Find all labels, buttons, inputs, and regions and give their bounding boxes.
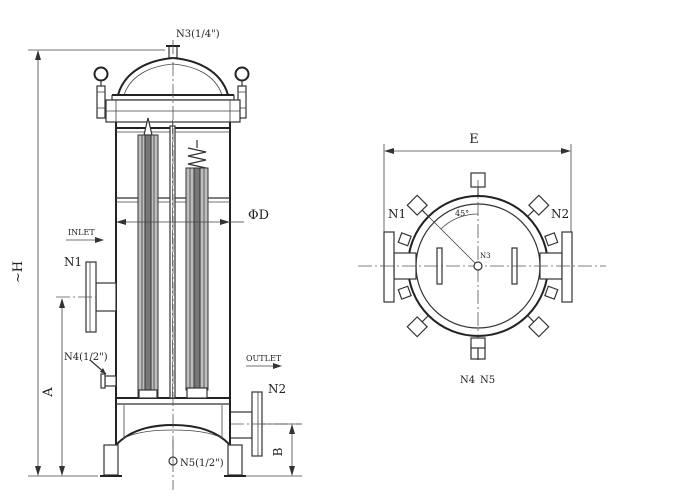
clamp-lugs bbox=[397, 172, 559, 360]
n4-front-label: N4(1/2") bbox=[64, 352, 108, 363]
dimension-a bbox=[59, 298, 65, 476]
dim-b-label: B bbox=[271, 447, 285, 456]
n3-center-label: N3 bbox=[480, 252, 491, 260]
plan-view: E bbox=[358, 132, 606, 386]
dimension-phi-d bbox=[116, 219, 244, 225]
lifting-eye-left bbox=[93, 66, 109, 119]
filter-element-left bbox=[137, 117, 159, 399]
center-vent bbox=[473, 261, 483, 271]
outlet-label: OUTLET bbox=[246, 354, 282, 363]
n2-label-front: N2 bbox=[268, 382, 286, 396]
n5-label-plan: N5 bbox=[480, 375, 495, 386]
dim-e-label: E bbox=[469, 132, 479, 147]
n1-label-plan: N1 bbox=[388, 207, 406, 221]
dim-h-label: ~H bbox=[11, 261, 26, 283]
angle-guide bbox=[424, 212, 479, 267]
inlet-label: INLET bbox=[68, 228, 95, 237]
n3-top-label: N3(1/4") bbox=[176, 29, 220, 40]
angle-label: 45° bbox=[455, 209, 469, 218]
dimension-e bbox=[383, 144, 572, 240]
drain-nozzle-n4 bbox=[89, 359, 117, 389]
filter-element-right bbox=[185, 140, 209, 399]
dimension-b bbox=[246, 423, 302, 477]
n1-label-front: N1 bbox=[64, 255, 82, 269]
inlet-arrow bbox=[66, 237, 104, 243]
dimension-h bbox=[28, 49, 165, 477]
outlet-arrow bbox=[246, 363, 282, 369]
n4-label-plan: N4 bbox=[460, 375, 475, 386]
bottom-head-and-legs bbox=[100, 405, 246, 477]
n2-label-plan: N2 bbox=[551, 207, 569, 221]
plan-nozzle-n4-n5 bbox=[470, 337, 486, 360]
center-rod bbox=[169, 120, 176, 399]
phi-d-label: ΦD bbox=[248, 208, 269, 223]
inlet-nozzle bbox=[56, 261, 117, 333]
dim-a-label: A bbox=[41, 387, 56, 398]
front-elevation: ~H A B ΦD INLET bbox=[11, 29, 302, 490]
n5-front-label: N5(1/2") bbox=[180, 458, 224, 469]
